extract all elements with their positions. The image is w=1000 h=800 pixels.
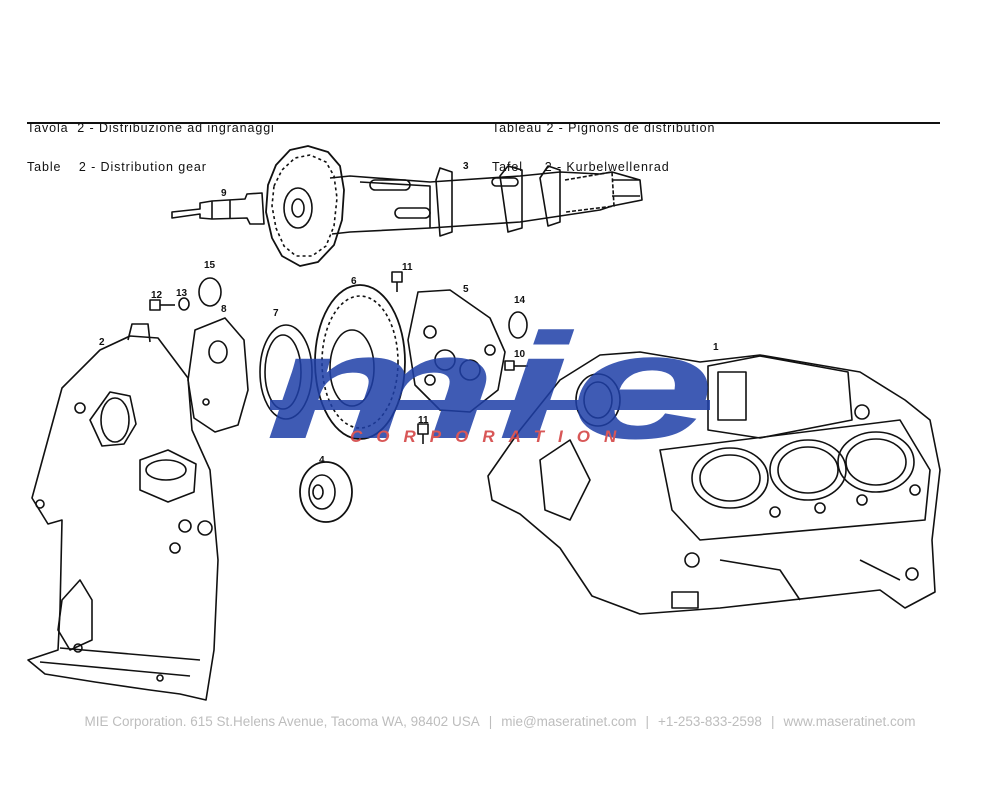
part-label-5: 5 <box>463 284 469 295</box>
footer-separator: | <box>770 714 775 729</box>
mie-watermark-logo: mie CORPORATION <box>265 302 715 470</box>
part-1-engine-block <box>487 351 941 615</box>
part-label-10: 10 <box>514 349 526 360</box>
shaft-gear-teeth <box>265 145 345 267</box>
footer-email-link[interactable]: mie@maseratinet.com <box>501 714 637 729</box>
part-label-4: 4 <box>319 455 325 466</box>
part-3-camshaft <box>265 145 643 267</box>
part-4-small-gear <box>299 461 353 523</box>
part-11-bolt-upper <box>391 271 403 292</box>
footer-contact: MIE Corporation. 615 St.Helens Avenue, T… <box>0 714 1000 729</box>
watermark-logo-text: mie <box>265 302 715 470</box>
part-9-stub-shaft <box>171 192 265 225</box>
header-left: Tavola 2 - Distribuzione ad ingranaggi T… <box>27 96 275 187</box>
part-label-13: 13 <box>176 288 188 299</box>
part-11-bolt-lower <box>417 423 429 444</box>
title-french: Tableau 2 - Pignons de distribution <box>492 121 716 135</box>
footer-phone: +1-253-833-2598 <box>657 714 762 729</box>
part-label-11-lower: 11 <box>418 415 429 426</box>
part-label-3: 3 <box>463 161 469 172</box>
header-right: Tableau 2 - Pignons de distribution Tafe… <box>492 96 715 187</box>
part-label-7: 7 <box>273 308 279 319</box>
watermark-sub-text: CORPORATION <box>350 427 630 446</box>
footer-address: MIE Corporation. 615 St.Helens Avenue, T… <box>84 714 480 729</box>
part-10-bolt <box>504 360 528 371</box>
title-english: Table 2 - Distribution gear <box>27 160 207 174</box>
part-label-15: 15 <box>204 260 216 271</box>
part-label-14: 14 <box>514 295 526 306</box>
part-label-6: 6 <box>351 276 357 287</box>
part-label-12: 12 <box>151 290 163 301</box>
footer-website-link[interactable]: www.maseratinet.com <box>783 714 916 729</box>
part-15-o-ring <box>198 277 222 307</box>
part-13-washer <box>178 297 190 311</box>
footer-separator: | <box>488 714 493 729</box>
title-italian: Tavola 2 - Distribuzione ad ingranaggi <box>27 121 275 135</box>
part-label-2: 2 <box>99 337 105 348</box>
part-label-8: 8 <box>221 304 227 315</box>
footer-separator: | <box>645 714 649 729</box>
part-12-bolt <box>149 299 175 311</box>
part-label-1: 1 <box>713 342 719 353</box>
part-label-11-upper: 11 <box>402 262 413 273</box>
part-8-cover-plate <box>187 317 249 433</box>
part-2-timing-housing <box>27 323 219 701</box>
part-14-o-ring <box>508 311 528 339</box>
header-rule <box>27 122 940 124</box>
part-label-9: 9 <box>221 188 227 199</box>
